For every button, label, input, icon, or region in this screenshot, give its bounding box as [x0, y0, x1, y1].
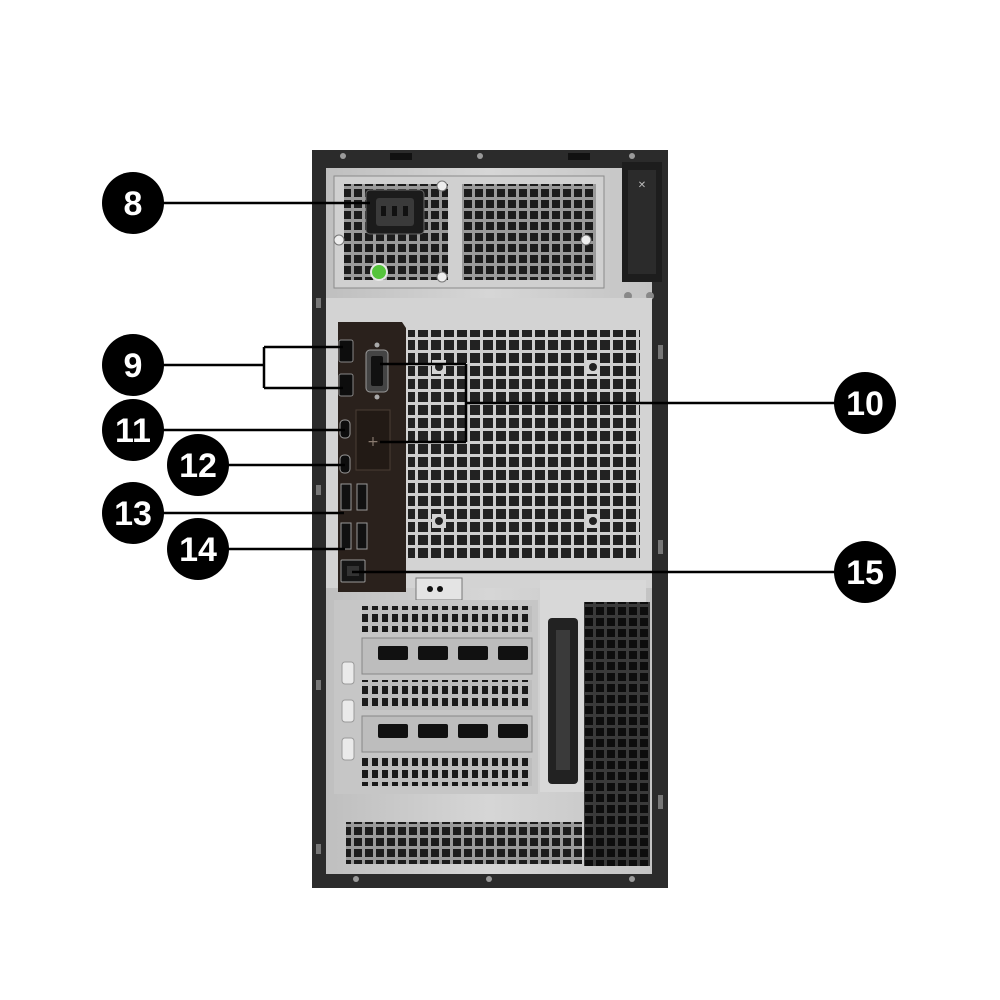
mini-displayport — [458, 724, 488, 738]
callout-14: 14 — [167, 518, 229, 580]
callout-9: 9 — [102, 334, 164, 396]
screw — [436, 271, 448, 283]
callout-badge — [102, 334, 164, 396]
leader-line-10 — [380, 362, 865, 444]
callout-number: 12 — [179, 447, 217, 485]
psu-status-led — [370, 263, 388, 281]
callout-badge — [102, 399, 164, 461]
rear-vent-grill — [584, 602, 650, 866]
slot-latch — [341, 737, 355, 761]
callout-badge — [102, 482, 164, 544]
usb-a-port — [340, 522, 352, 550]
latch-slot — [568, 153, 590, 160]
usb-a-port — [356, 483, 368, 511]
callout-number: 13 — [114, 495, 152, 533]
screw — [333, 234, 345, 246]
screw — [353, 876, 359, 882]
callout-number: 8 — [124, 185, 143, 223]
screw — [436, 180, 448, 192]
usb-a-port — [340, 483, 352, 511]
power-pin — [403, 206, 408, 216]
right-side-vent — [540, 580, 650, 866]
screw — [589, 363, 597, 371]
chassis-notch — [316, 844, 321, 854]
lock-hole — [437, 586, 443, 592]
mini-displayport — [498, 724, 528, 738]
bracket-face — [628, 170, 656, 274]
kensington-slot — [415, 577, 463, 601]
expansion-slot-cover — [362, 606, 532, 632]
system-fan-vent — [408, 330, 640, 558]
callout-number: 14 — [179, 531, 217, 569]
mini-displayport — [458, 646, 488, 660]
expansion-slots — [334, 600, 538, 794]
chassis-notch — [658, 540, 663, 554]
chassis-notch — [316, 680, 321, 690]
screw — [580, 234, 592, 246]
callout-number: 10 — [846, 385, 884, 423]
displayport-port — [338, 373, 354, 397]
screw — [629, 153, 635, 159]
callout-badge — [834, 541, 896, 603]
lock-hole — [427, 586, 433, 592]
optional-port-cover — [355, 409, 391, 471]
expansion-slot-cover — [362, 758, 532, 786]
serial-port-inner — [371, 356, 383, 386]
slot-latch — [341, 661, 355, 685]
fan-grill — [408, 330, 640, 558]
mini-displayport — [378, 646, 408, 660]
screw — [629, 876, 635, 882]
chassis-notch — [658, 795, 663, 809]
expansion-slot-cover — [362, 680, 532, 710]
mini-displayport — [378, 724, 408, 738]
callout-12: 12 — [167, 434, 229, 496]
callout-badge — [102, 172, 164, 234]
latch-slot — [390, 153, 412, 160]
security-bracket: ✕ — [622, 162, 662, 300]
mini-displayport — [498, 646, 528, 660]
handle-bracket-inner — [556, 630, 570, 770]
screw — [477, 153, 483, 159]
slot-latch — [341, 699, 355, 723]
callout-badge — [834, 372, 896, 434]
callout-badge — [167, 518, 229, 580]
callout-15: 15 — [834, 541, 896, 603]
screw — [340, 153, 346, 159]
callout-number: 11 — [115, 412, 151, 450]
power-supply — [333, 175, 605, 289]
rear-io-panel: + — [338, 322, 406, 592]
screw — [435, 517, 443, 525]
usb-a-port — [356, 522, 368, 550]
callout-number: 15 — [846, 554, 884, 592]
callout-10: 10 — [834, 372, 896, 434]
displayport-port — [338, 339, 354, 363]
callout-number: 9 — [124, 347, 143, 385]
power-pin — [381, 206, 386, 216]
chassis-notch — [658, 345, 663, 359]
screw — [589, 517, 597, 525]
bracket-mark: ✕ — [638, 180, 646, 191]
mini-displayport — [418, 646, 448, 660]
screw — [374, 394, 380, 400]
callout-13: 13 — [102, 482, 164, 544]
callout-11: 11 — [102, 399, 164, 461]
callout-8: 8 — [102, 172, 164, 234]
psu-vent-right — [462, 184, 596, 280]
chassis-notch — [316, 298, 321, 308]
callout-badge — [167, 434, 229, 496]
mini-displayport — [418, 724, 448, 738]
leader-line-9 — [133, 345, 343, 390]
optional-port-mark: + — [367, 434, 379, 450]
screw — [374, 342, 380, 348]
power-pin — [392, 206, 397, 216]
screw — [486, 876, 492, 882]
bottom-vent-grill — [346, 822, 582, 864]
chassis-notch — [316, 485, 321, 495]
